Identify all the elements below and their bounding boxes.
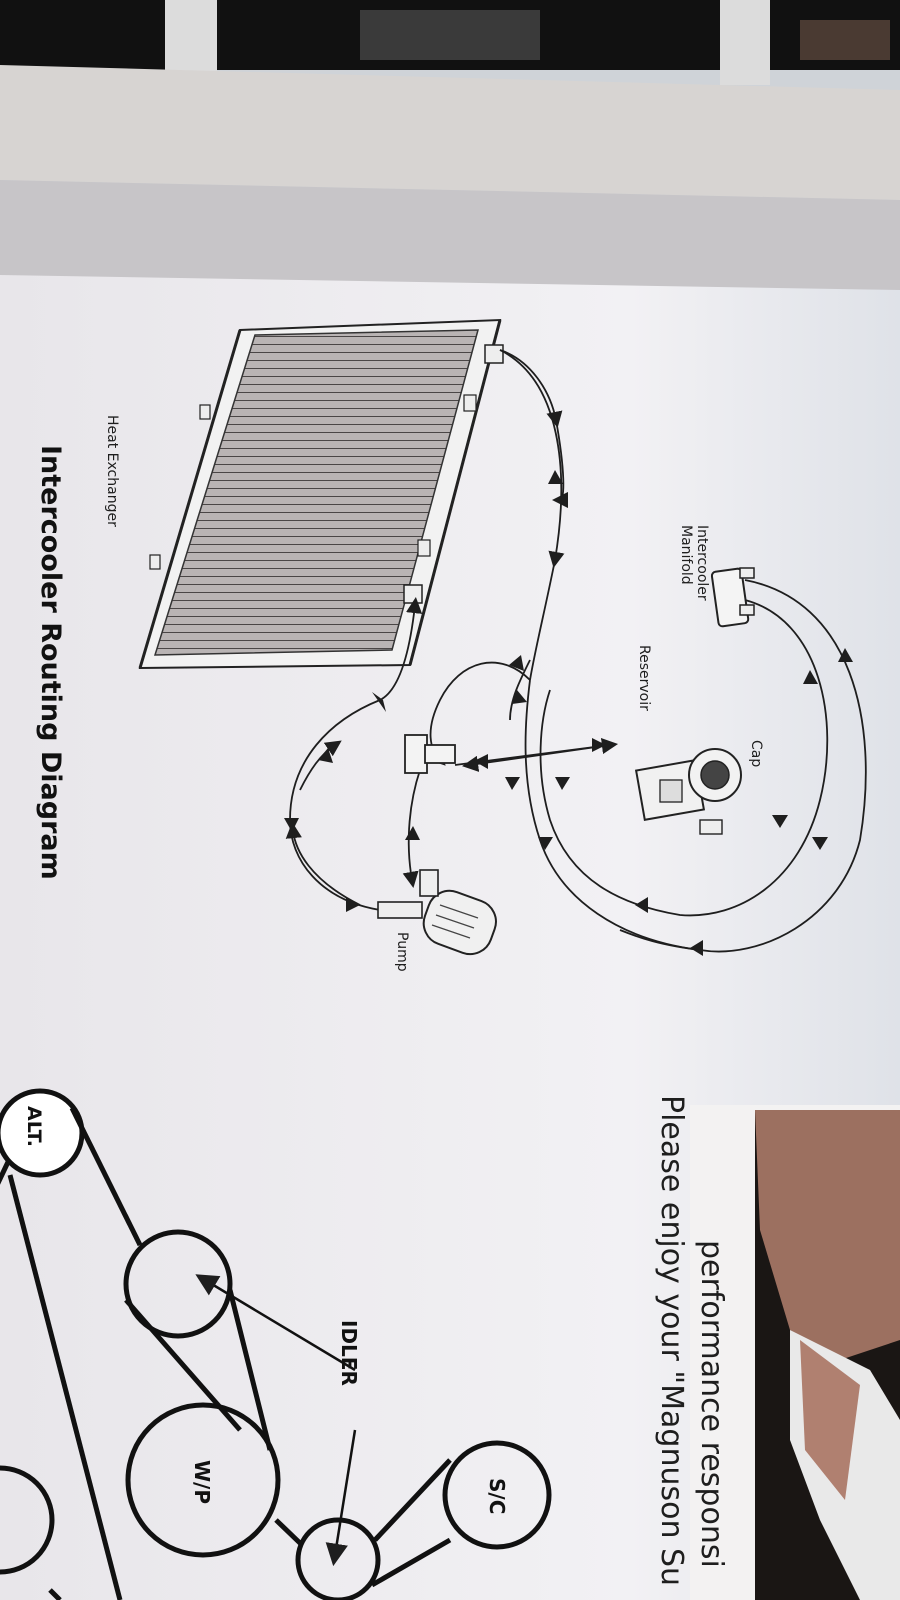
idler-pulley-lower bbox=[295, 1517, 381, 1600]
alt-label-group: ALT. bbox=[23, 1106, 45, 1147]
facing-text-group: Please enjoy your "Magnuson Su performan… bbox=[654, 1095, 729, 1586]
sc-label: S/C bbox=[485, 1478, 509, 1514]
crank-pulley bbox=[0, 1465, 55, 1575]
routing-line-tee-pump bbox=[402, 769, 421, 888]
heat-exchanger-label: Heat Exchanger bbox=[104, 415, 120, 527]
sc-label-group: S/C bbox=[485, 1478, 509, 1514]
page-edge bbox=[0, 65, 900, 290]
title-group: Intercooler Routing Diagram bbox=[35, 445, 66, 880]
heat-exchanger-top-port bbox=[484, 344, 504, 364]
wp-label-group: W/P bbox=[190, 1460, 214, 1504]
top-photo-strip bbox=[0, 0, 900, 85]
heat-exchanger bbox=[138, 318, 504, 670]
routing-line-exchanger-out bbox=[499, 349, 565, 681]
belt-callouts bbox=[195, 1274, 357, 1567]
coolant-routing bbox=[285, 349, 867, 953]
water-pump-pulley bbox=[125, 1402, 281, 1558]
supercharger-pulley bbox=[442, 1440, 552, 1550]
reservoir bbox=[634, 748, 742, 835]
routing-line-manifold-outer bbox=[524, 579, 867, 953]
pump-label: Pump bbox=[394, 932, 410, 972]
facing-text-line2: performance responsi bbox=[694, 1240, 729, 1568]
belt-diagram bbox=[0, 1088, 552, 1600]
diagram-title: Intercooler Routing Diagram bbox=[35, 445, 66, 880]
idler-label: IDLER bbox=[337, 1320, 361, 1386]
wp-label: W/P bbox=[190, 1460, 214, 1504]
pump bbox=[377, 869, 497, 956]
reservoir-label: Reservoir bbox=[636, 645, 652, 711]
routing-line-manifold-inner bbox=[539, 599, 829, 917]
intercooler-manifold bbox=[710, 567, 755, 628]
idler-arrow-lower bbox=[325, 1429, 357, 1567]
heat-exchanger-label-group: Heat Exchanger bbox=[104, 415, 120, 527]
belt-segment bbox=[69, 1106, 143, 1247]
manifold-label-group: Intercooler Manifold bbox=[678, 525, 710, 601]
facing-page bbox=[690, 1105, 900, 1600]
routing-line-pump-exchanger bbox=[289, 596, 423, 911]
manifold-label-line1: Intercooler bbox=[694, 525, 710, 601]
reservoir-label-group: Reservoir bbox=[636, 645, 652, 711]
idler-pulley-upper bbox=[123, 1229, 233, 1339]
flow-arrows bbox=[284, 470, 853, 956]
pump-label-group: Pump bbox=[394, 932, 410, 972]
idler-label-group: IDLER bbox=[337, 1320, 361, 1386]
alt-label: ALT. bbox=[23, 1106, 45, 1147]
idler-arrow-upper bbox=[195, 1274, 356, 1372]
pump-inlet bbox=[419, 869, 439, 897]
cap-label-group: Cap bbox=[748, 740, 764, 767]
manifold-label-line2: Manifold bbox=[678, 525, 694, 585]
cap-label: Cap bbox=[748, 740, 764, 767]
tee-fitting bbox=[404, 734, 456, 774]
pump-outlet bbox=[377, 901, 423, 919]
facing-text-line1: Please enjoy your "Magnuson Su bbox=[654, 1095, 689, 1586]
heat-exchanger-bottom-port bbox=[403, 584, 423, 604]
